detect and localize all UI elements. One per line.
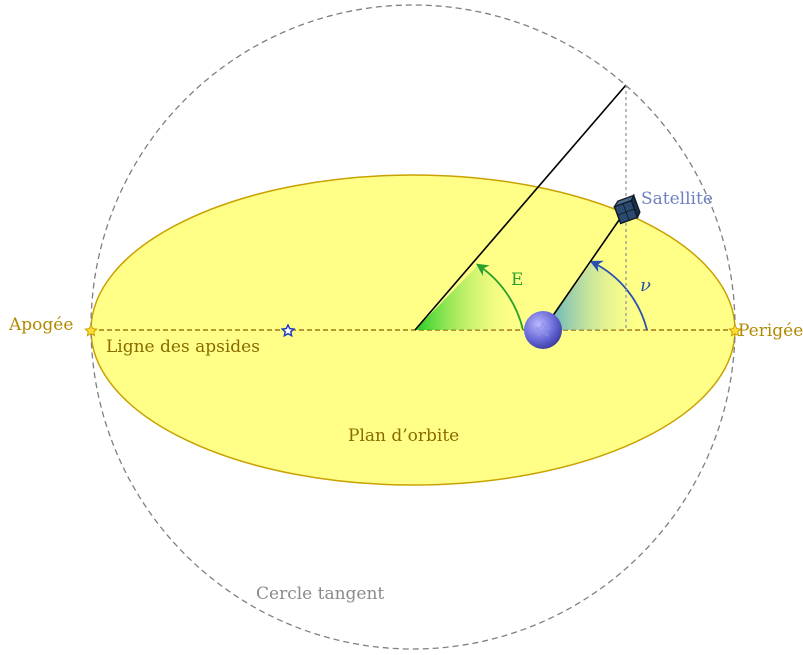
true-anomaly-label: ν <box>640 275 651 296</box>
eccentric-radius-line <box>414 84 627 331</box>
satellite-icon <box>613 193 641 225</box>
orbit-plane-label: Plan d’orbite <box>348 426 459 446</box>
satellite-label: Satellite <box>641 189 713 209</box>
true-anomaly-arc <box>589 260 648 331</box>
eccentric-anomaly-label: E <box>511 270 523 290</box>
planet-icon <box>524 311 562 349</box>
star-icon <box>84 323 98 337</box>
tangent-circle-label: Cercle tangent <box>256 584 384 604</box>
star-icon <box>280 323 296 338</box>
true-anomaly-sector <box>543 262 647 330</box>
star-icon <box>728 323 742 337</box>
apsides-line-label: Ligne des apsides <box>106 337 260 357</box>
perigee-label: Perigée <box>738 321 803 341</box>
eccentric-anomaly-arc <box>475 263 524 331</box>
focus-radius-line <box>542 209 627 331</box>
apogee-label: Apogée <box>8 315 73 335</box>
